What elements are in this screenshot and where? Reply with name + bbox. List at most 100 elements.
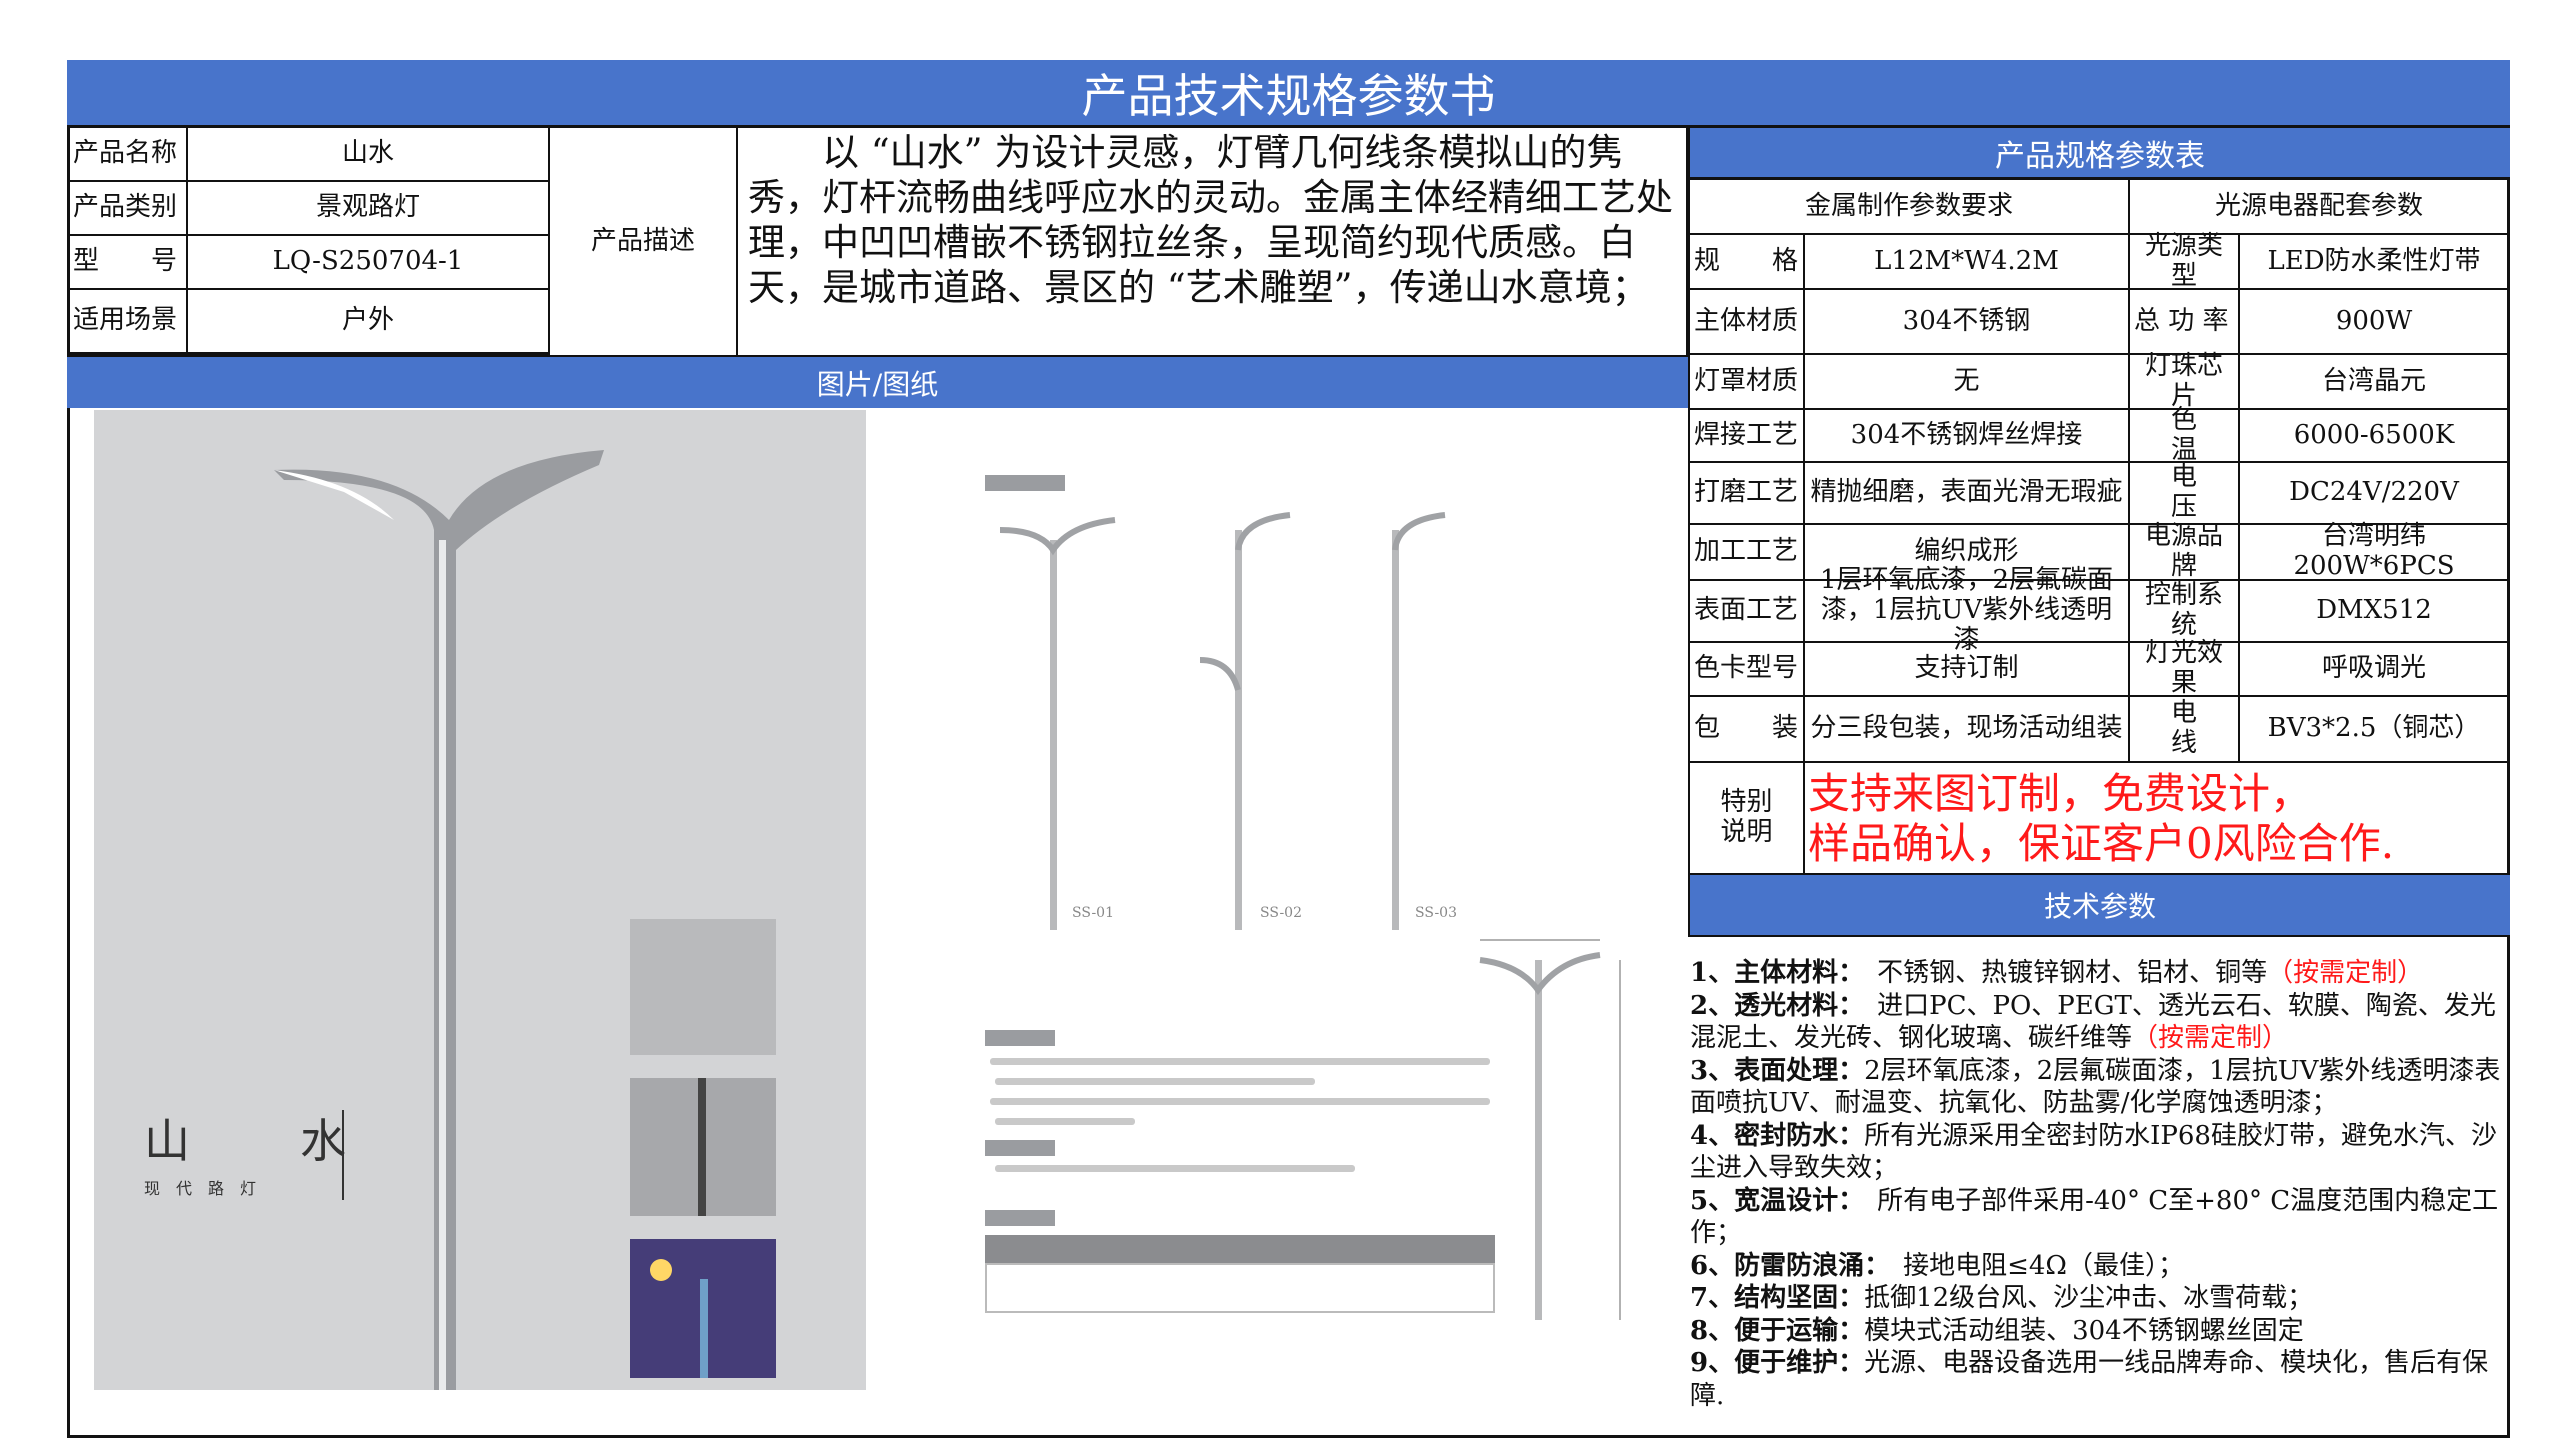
spec-label: 灯罩材质 — [1688, 355, 1805, 410]
tech-param-item: 6、防雷防浪涌： 接地电阻≤4Ω（最佳）； — [1690, 1250, 2508, 1283]
spec-value: LED防水柔性灯带 — [2240, 235, 2510, 290]
tech-param-item: 5、宽温设计： 所有电子部件采用-40° C至+80° C温度范围内稳定工作； — [1690, 1185, 2508, 1250]
drawing-tag — [985, 475, 1065, 491]
spec-value: L12M*W4.2M — [1805, 235, 2130, 290]
spec-label: 色卡型号 — [1688, 643, 1805, 697]
photo-subtitle: 现 代 路 灯 — [144, 1179, 257, 1198]
tech-param-label: 2、透光材料： — [1690, 990, 1852, 1021]
metal-params-header: 金属制作参数要求 — [1688, 180, 2130, 235]
tech-param-text: 2层环氧底漆，2层氟碳面漆，1层抗UV紫外线透明漆表面喷抗UV、耐温变、抗氧化、… — [1690, 1055, 2501, 1119]
tech-param-text: 所有电子部件采用-40° C至+80° C温度范围内稳定工作； — [1690, 1185, 2499, 1249]
tech-param-text: 抵御12级台风、沙尘冲击、冰雪荷载； — [1864, 1283, 2314, 1313]
model-label-3: SS-03 — [1415, 905, 1457, 921]
tech-param-label: 4、密封防水： — [1690, 1120, 1865, 1151]
tech-param-item: 8、便于运输：模块式活动组装、304不锈钢螺丝固定 — [1690, 1315, 2508, 1348]
spec-value: 6000-6500K — [2240, 410, 2510, 463]
basic-label: 产品名称 — [67, 128, 188, 182]
spec-value: 304不锈钢焊丝焊接 — [1805, 410, 2130, 463]
blurred-product-notes — [985, 1030, 1505, 1330]
tech-param-item: 4、密封防水：所有光源采用全密封防水IP68硅胶灯带，避免水汽、沙尘进入导致失效… — [1690, 1120, 2508, 1185]
spec-value: DMX512 — [2240, 581, 2510, 643]
tech-param-text: 模块式活动组装、304不锈钢螺丝固定 — [1864, 1315, 2304, 1346]
tech-params-list: 1、主体材料： 不锈钢、热镀锌钢材、铝材、铜等（按需定制）2、透光材料： 进口P… — [1690, 957, 2508, 1412]
spec-table-header: 产品规格参数表 — [1688, 128, 2510, 180]
spec-value: 分三段包装，现场活动组装 — [1805, 697, 2130, 763]
spec-label: 光源类型 — [2130, 231, 2240, 290]
spec-label: 包 装 — [1688, 697, 1805, 763]
basic-label: 型 号 — [67, 236, 188, 290]
basic-value: LQ-S250704-1 — [188, 236, 550, 290]
street-lamp-illustration — [274, 450, 604, 1390]
tech-param-note: （按需定制） — [2267, 958, 2424, 988]
tech-param-item: 2、透光材料： 进口PC、PO、PEGT、透光云石、软膜、陶瓷、发光混泥土、发光… — [1690, 990, 2508, 1055]
tech-param-item: 1、主体材料： 不锈钢、热镀锌钢材、铝材、铜等（按需定制） — [1690, 957, 2508, 990]
spec-value: 台湾明纬200W*6PCS — [2240, 521, 2510, 581]
tech-param-text: 光源、电器设备选用一线品牌寿命、模块化，售后有保障. — [1690, 1348, 2489, 1411]
spec-label: 焊接工艺 — [1688, 410, 1805, 463]
spec-label: 打磨工艺 — [1688, 463, 1805, 525]
tech-param-text: 不锈钢、热镀锌钢材、铝材、铜等 — [1851, 958, 2268, 988]
description-text: 以 “山水” 为设计灵感，灯臂几何线条模拟山的隽秀，灯杆流畅曲线呼应水的灵动。金… — [738, 128, 1688, 355]
basic-value: 景观路灯 — [188, 182, 550, 236]
spec-label: 灯光效果 — [2130, 638, 2240, 698]
tech-param-item: 3、表面处理：2层环氧底漆，2层氟碳面漆，1层抗UV紫外线透明漆表面喷抗UV、耐… — [1690, 1055, 2508, 1120]
tech-param-label: 1、主体材料： — [1690, 958, 1852, 988]
basic-label: 产品类别 — [67, 182, 188, 236]
special-note-line: 样品确认，保证客户0风险合作. — [1808, 819, 2395, 868]
model-drawings — [999, 512, 1621, 1320]
basic-label: 适用场景 — [67, 290, 188, 355]
spec-value: 精抛细磨，表面光滑无瑕疵 — [1805, 463, 2130, 525]
spec-value: BV3*2.5（铜芯） — [2240, 697, 2510, 763]
spec-value: 无 — [1805, 355, 2130, 410]
tech-param-label: 5、宽温设计： — [1690, 1185, 1852, 1216]
tech-param-item: 7、结构坚固：抵御12级台风、沙尘冲击、冰雪荷载； — [1690, 1282, 2508, 1315]
tech-param-label: 6、防雷防浪涌： — [1690, 1250, 1878, 1281]
model-label-1: SS-01 — [1072, 905, 1114, 921]
spec-label: 总 功 率 — [2130, 290, 2240, 355]
tech-param-text: 接地电阻≤4Ω（最佳）； — [1877, 1250, 2184, 1281]
page-title: 产品技术规格参数书 — [67, 60, 2510, 128]
spec-label: 电 线 — [2130, 697, 2249, 763]
thumbnail-lamp-head — [630, 919, 776, 1055]
spec-label: 加工工艺 — [1688, 525, 1805, 581]
tech-param-note: （按需定制） — [2132, 1023, 2289, 1053]
special-note-line: 支持来图订制，免费设计， — [1808, 769, 2313, 818]
tech-param-label: 9、便于维护： — [1690, 1348, 1865, 1378]
product-photo: 山 水 现 代 路 灯 — [94, 410, 866, 1390]
spec-value: DC24V/220V — [2240, 463, 2510, 525]
tech-param-item: 9、便于维护：光源、电器设备选用一线品牌寿命、模块化，售后有保障. — [1690, 1347, 2508, 1412]
basic-value: 山水 — [188, 128, 550, 182]
tech-param-text: 所有光源采用全密封防水IP68硅胶灯带，避免水汽、沙尘进入导致失效； — [1690, 1120, 2497, 1184]
spec-label: 电源品牌 — [2130, 521, 2240, 581]
spec-value: 呼吸调光 — [2240, 643, 2510, 697]
spec-label: 电 压 — [2130, 462, 2249, 525]
basic-value: 户外 — [188, 290, 550, 355]
tech-params-header: 技术参数 — [1688, 875, 2510, 937]
description-label: 产品描述 — [550, 128, 738, 355]
tech-param-label: 3、表面处理： — [1690, 1055, 1865, 1086]
spec-value: 900W — [2240, 290, 2510, 355]
model-label-2: SS-02 — [1260, 905, 1302, 921]
spec-label: 表面工艺 — [1688, 581, 1805, 643]
thumbnail-pole-detail — [630, 1078, 776, 1216]
spec-value: 304不锈钢 — [1805, 290, 2130, 355]
spec-label: 色 温 — [2130, 405, 2249, 464]
divider — [342, 1110, 344, 1200]
photo-title: 山 水 — [144, 1114, 352, 1168]
special-note: 支持来图订制，免费设计， 样品确认，保证客户0风险合作. — [1805, 763, 2510, 875]
tech-param-label: 8、便于运输： — [1690, 1315, 1865, 1346]
spec-value: 编织成形 — [1805, 525, 2130, 581]
light-params-header: 光源电器配套参数 — [2130, 180, 2510, 235]
special-note-label: 特别说明 — [1688, 763, 1805, 875]
spec-label: 灯珠芯片 — [2130, 351, 2240, 410]
pictures-header: 图片/图纸 — [67, 355, 1688, 408]
thumbnail-night-view — [630, 1239, 776, 1378]
spec-value: 支持订制 — [1805, 643, 2130, 697]
spec-value: 台湾晶元 — [2240, 355, 2510, 410]
tech-param-text: 进口PC、PO、PEGT、透光云石、软膜、陶瓷、发光混泥土、发光砖、钢化玻璃、碳… — [1690, 990, 2496, 1054]
spec-label: 主体材质 — [1688, 290, 1805, 355]
tech-param-label: 7、结构坚固： — [1690, 1283, 1865, 1313]
spec-value: 1层环氧底漆，2层氟碳面漆，1层抗UV紫外线透明漆 — [1805, 565, 2130, 655]
spec-label: 规 格 — [1688, 235, 1805, 290]
spec-label: 控制系统 — [2130, 580, 2240, 643]
